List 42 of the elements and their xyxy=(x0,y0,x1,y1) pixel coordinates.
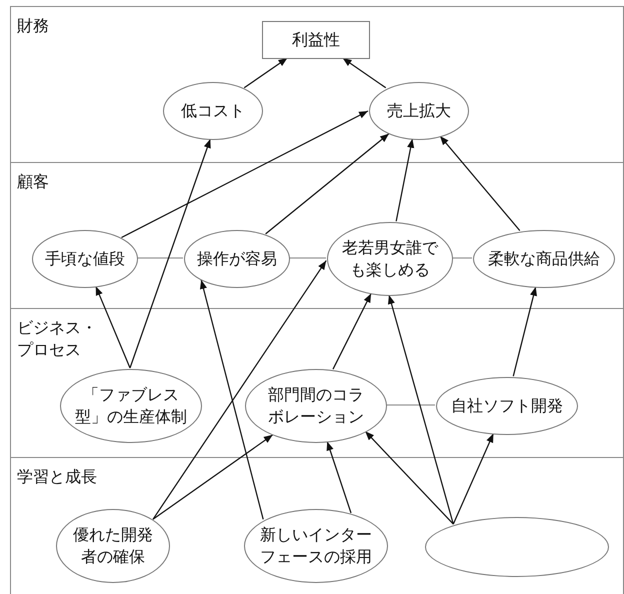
connector-line xyxy=(137,257,183,259)
arrow xyxy=(200,280,264,520)
objective-label: 低コスト xyxy=(181,100,245,122)
arrow xyxy=(152,260,327,520)
arrow xyxy=(244,58,288,88)
objective-label: 売上拡大 xyxy=(387,100,451,122)
objective-label: 柔軟な商品供給 xyxy=(488,248,600,270)
connector-line xyxy=(452,257,472,259)
perspective-heading: ビジネス・プロセス xyxy=(17,317,98,362)
perspective-band xyxy=(10,6,624,162)
objective-label: 利益性 xyxy=(292,29,340,51)
arrow xyxy=(342,58,386,88)
arrow xyxy=(452,433,494,524)
objective-label: 部門間のコラボレーション xyxy=(267,384,365,428)
goal-box xyxy=(262,21,370,59)
objective-label: 手頃な値段 xyxy=(45,248,125,270)
connector-line xyxy=(386,404,435,406)
perspective-band xyxy=(10,162,624,308)
connector-line xyxy=(289,257,326,259)
objective-label: 優れた開発者の確保 xyxy=(72,524,154,568)
arrow xyxy=(332,293,372,370)
objective-label: 操作が容易 xyxy=(197,248,277,270)
perspective-heading: 財務 xyxy=(17,15,50,37)
arrow xyxy=(326,441,352,514)
objective-label: 新しいインターフェースの採用 xyxy=(259,524,373,568)
arrow xyxy=(95,286,131,368)
arrow xyxy=(388,294,454,524)
perspective-band xyxy=(10,457,624,594)
arrow xyxy=(512,286,537,376)
arrow xyxy=(440,136,520,231)
arrow xyxy=(396,138,414,222)
perspective-heading: 学習と成長 xyxy=(17,466,98,488)
arrow xyxy=(364,430,454,525)
arrow xyxy=(152,434,274,520)
arrow xyxy=(129,138,211,368)
objective-label: 老若男女誰でも楽しめる xyxy=(341,237,440,281)
perspective-band xyxy=(10,308,624,457)
perspective-heading: 顧客 xyxy=(17,171,50,193)
arrow xyxy=(121,110,368,238)
arrow xyxy=(265,133,390,234)
objective-label: 「ファブレス型」の生産体制 xyxy=(74,384,188,428)
objective-label: 自社ソフト開発 xyxy=(451,395,563,417)
